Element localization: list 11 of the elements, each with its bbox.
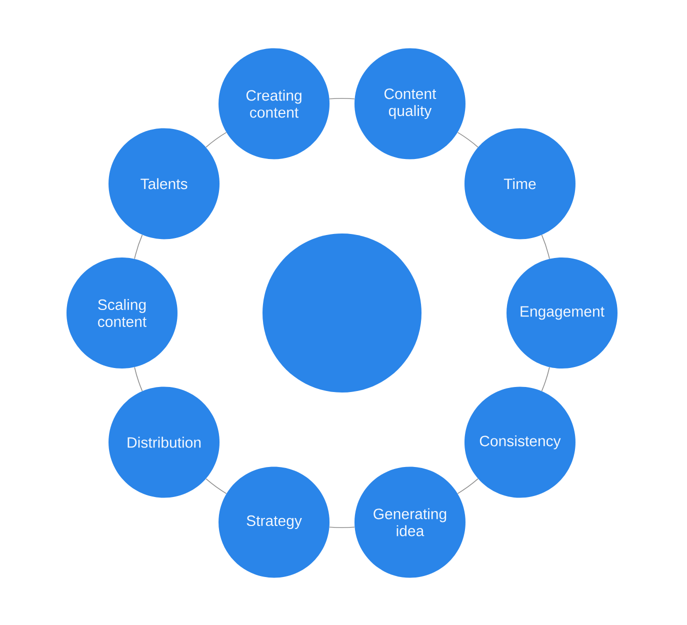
- connector-line: [457, 132, 478, 148]
- connector-line: [206, 132, 227, 148]
- connector-line: [329, 526, 355, 528]
- hub-circle: [262, 234, 422, 392]
- connector-line: [541, 366, 550, 392]
- connector-line: [457, 478, 478, 494]
- connector-line: [541, 234, 550, 260]
- connector-line: [134, 366, 143, 392]
- connector-line: [206, 478, 227, 494]
- connector-line: [329, 98, 355, 100]
- connector-line: [134, 234, 143, 260]
